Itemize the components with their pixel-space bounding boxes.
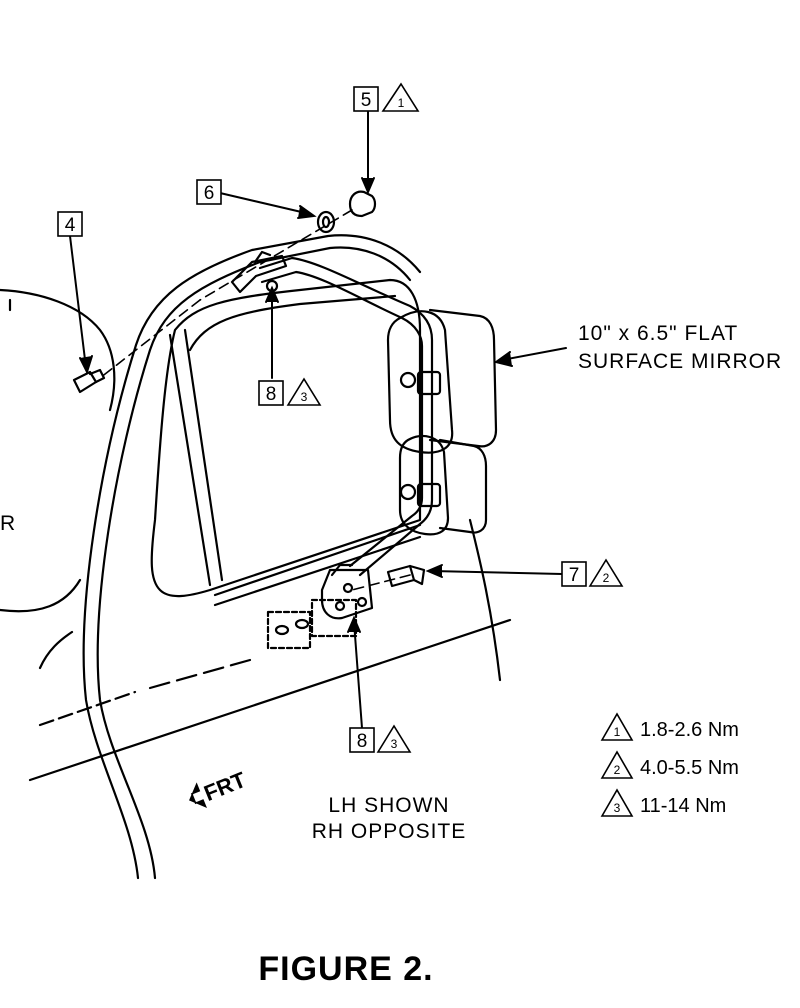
figure-caption: FIGURE 2. [258, 950, 433, 988]
callout-8-upper-torque-ref: 3 [301, 390, 308, 404]
torque-legend-row: 3 11-14 Nm [600, 788, 726, 817]
torque-value-1: 1.8-2.6 Nm [640, 719, 739, 741]
callout-6: 6 [196, 179, 222, 205]
callout-4: 4 [57, 211, 83, 237]
torque-legend: 1 1.8-2.6 Nm 2 4.0-5.5 Nm 3 11-14 Nm [600, 712, 739, 817]
callout-8-lower: 8 3 [349, 724, 412, 753]
truck-door-illustration [0, 234, 512, 880]
torque-ref-3: 3 [614, 801, 621, 815]
torque-legend-row: 2 4.0-5.5 Nm [600, 750, 739, 779]
note-line2: RH OPPOSITE [312, 820, 467, 843]
front-label: FRT [200, 767, 250, 806]
callout-6-number: 6 [204, 183, 215, 204]
callout-8-lower-number: 8 [357, 731, 368, 752]
callout-4-number: 4 [65, 215, 76, 236]
mirror-label-line2: SURFACE MIRROR [578, 350, 782, 373]
callout-7-number: 7 [569, 565, 580, 586]
torque-legend-row: 1 1.8-2.6 Nm [600, 712, 739, 741]
callout-5-number: 5 [361, 90, 372, 111]
mirror-label-line1: 10" x 6.5" FLAT [578, 322, 738, 345]
callout-5-torque-ref: 1 [398, 96, 405, 110]
torque-value-2: 4.0-5.5 Nm [640, 757, 739, 779]
callout-8-upper-number: 8 [266, 384, 277, 405]
callout-8-upper: 8 3 [258, 377, 322, 406]
edge-text-fragment: R [0, 512, 16, 535]
callout-8-lower-torque-ref: 3 [391, 737, 398, 751]
callout-5: 5 1 [353, 82, 420, 112]
torque-value-3: 11-14 Nm [640, 795, 726, 817]
front-direction-indicator: FRT [189, 767, 250, 809]
mirror-assembly [72, 190, 498, 650]
front-arrow-icon [189, 782, 207, 809]
torque-ref-1: 1 [614, 725, 621, 739]
callout-7: 7 2 [561, 558, 624, 587]
note-line1: LH SHOWN [328, 794, 449, 817]
torque-ref-2: 2 [614, 763, 621, 777]
leader-lines [69, 111, 567, 729]
callout-7-torque-ref: 2 [603, 571, 610, 585]
